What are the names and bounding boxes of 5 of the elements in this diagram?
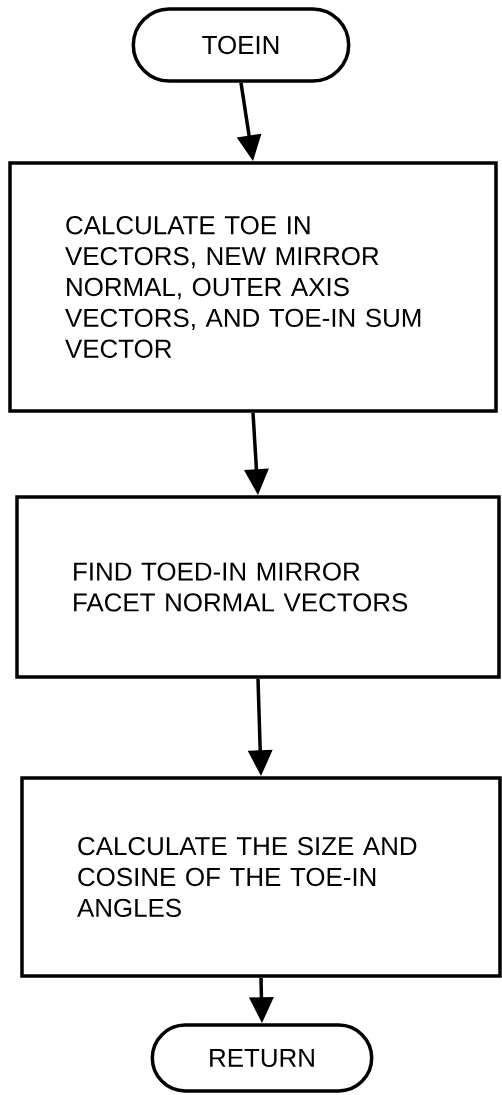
process-box: FIND TOED-IN MIRROR FACET NORMAL VECTORS: [15, 495, 501, 679]
process-box: CALCULATE TOE IN VECTORS, NEW MIRROR NORMAL, OUTER AXIS VECTORS, AND TOE-IN SUM VECTOR: [8, 161, 498, 413]
terminal-box: TOEIN: [131, 7, 351, 83]
process-box: CALCULATE THE SIZE AND COSINE OF THE TOE-IN ANGLES: [20, 776, 502, 978]
terminal-box: RETURN: [150, 1023, 374, 1093]
